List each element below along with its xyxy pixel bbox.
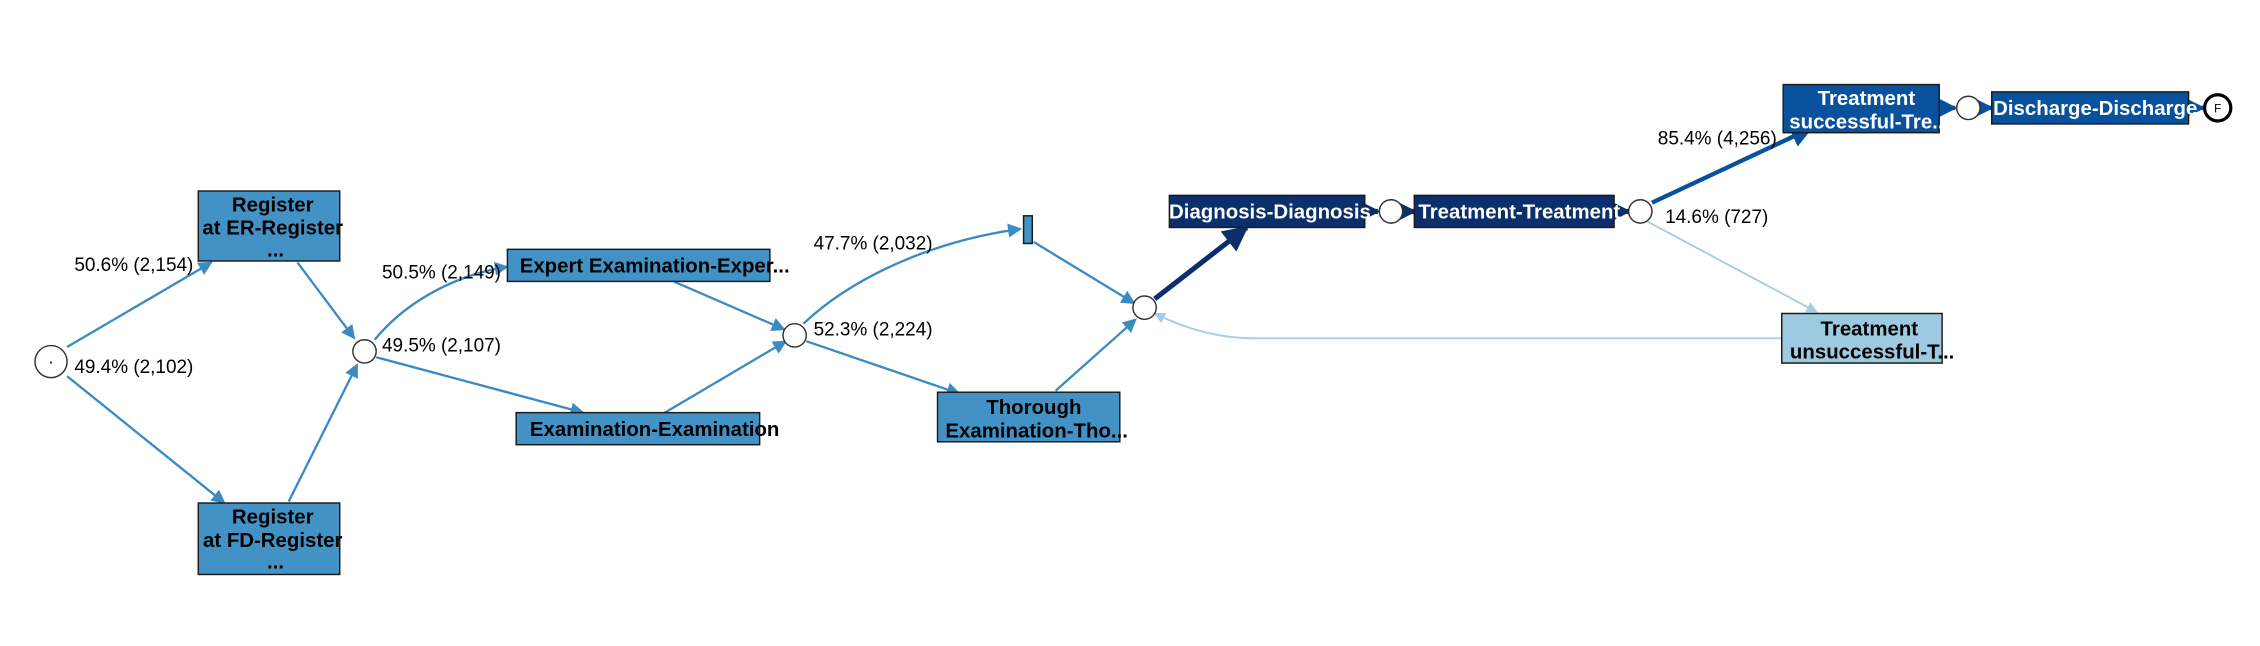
- node-8-line-0: Discharge-Discharge: [1993, 98, 2197, 120]
- gateway-3[interactable]: [1132, 295, 1157, 321]
- edge-label-gateway4-unsuccessful: 14.6% (727): [1665, 207, 1768, 228]
- gateways: · F: [34, 93, 2233, 379]
- node-5-line-0: Diagnosis-Diagnosis: [1169, 202, 1371, 224]
- node-0-box: [197, 190, 341, 262]
- node-4-box: [936, 391, 1121, 443]
- end-event[interactable]: [2202, 93, 2233, 123]
- node-6-box: [1413, 194, 1615, 229]
- node-2-line-0: Expert Examination-Exper...: [520, 256, 790, 278]
- edge-gateway2-to-silent: [802, 223, 1023, 325]
- node-1-box: [197, 502, 341, 576]
- gateway-4[interactable]: [1627, 199, 1653, 224]
- node-8-box: [1990, 91, 2190, 125]
- edge-label-gateway1-expert: 50.5% (2,149): [382, 262, 501, 283]
- end-event-symbol: F: [2214, 102, 2221, 115]
- activity-examination[interactable]: Examination-Examination: [515, 411, 779, 446]
- start-event-symbol: ·: [48, 351, 54, 371]
- activity-silent-transition[interactable]: [1022, 215, 1034, 245]
- activities: Register at ER-Register ... Register at …: [197, 83, 2198, 576]
- edge-labels: 50.6% (2,154) 49.4% (2,102) 50.5% (2,149…: [74, 128, 1776, 378]
- node-1-line-2: ...: [267, 552, 284, 574]
- activity-treatment-successful[interactable]: Treatment successful-Tre...: [1782, 83, 1949, 134]
- node-5-label: Diagnosis-Diagnosis: [1169, 202, 1371, 224]
- node-3-label: Examination-Examination: [530, 419, 779, 441]
- node-4-line-0: Thorough: [986, 397, 1081, 419]
- node-6-label: Treatment-Treatment: [1418, 202, 1620, 224]
- node-3-line-0: Examination-Examination: [530, 419, 779, 441]
- edges: [66, 96, 2206, 504]
- edge-expert-to-gateway2: [673, 280, 786, 331]
- node-7-line-1: successful-Tre...: [1789, 111, 1949, 133]
- node-0-line-2: ...: [267, 240, 284, 262]
- edge-treatment-unsuccessful-to-gateway3: [1153, 312, 1782, 340]
- node-6-line-0: Treatment-Treatment: [1418, 202, 1620, 224]
- node-5-box: [1168, 194, 1366, 229]
- node-7-label: Treatment successful-Tre...: [1789, 88, 1949, 133]
- node-8-label: Discharge-Discharge: [1993, 98, 2197, 120]
- edge-label-gateway2-thorough: 52.3% (2,224): [814, 319, 933, 340]
- activity-expert-examination[interactable]: Expert Examination-Exper...: [506, 248, 790, 283]
- edge-thorough-to-gateway3: [1054, 318, 1137, 392]
- node-0-label: Register at ER-Register ...: [202, 194, 348, 261]
- edge-label-start-er: 50.6% (2,154): [74, 255, 193, 276]
- edge-silent-to-gateway3: [1033, 241, 1136, 305]
- activity-diagnosis[interactable]: Diagnosis-Diagnosis: [1168, 194, 1371, 229]
- edge-label-gateway2-silent: 47.7% (2,032): [814, 233, 933, 254]
- node-0-line-1: at ER-Register: [202, 218, 343, 240]
- node-9-line-1: unsuccessful-T...: [1790, 342, 1954, 364]
- gateway-1[interactable]: [352, 339, 377, 364]
- edge-gateway4-to-treatment-successful: [1651, 126, 1813, 205]
- edge-examination-to-gateway2: [664, 340, 788, 414]
- node-0-line-0: Register: [232, 194, 314, 216]
- node-1-line-0: Register: [232, 506, 314, 528]
- node-4-line-1: Examination-Tho...: [945, 420, 1128, 442]
- node-2-label: Expert Examination-Exper...: [520, 256, 790, 278]
- edge-gateway2-to-thorough: [805, 340, 961, 397]
- gateway-a[interactable]: [1378, 199, 1404, 224]
- activity-treatment-unsuccessful[interactable]: Treatment unsuccessful-T...: [1781, 312, 1955, 364]
- edge-start-to-register-er: [66, 261, 213, 349]
- edge-gateway1-to-examination: [375, 356, 585, 417]
- start-event[interactable]: [34, 344, 68, 379]
- node-9-line-0: Treatment: [1821, 318, 1919, 340]
- gateway-2[interactable]: [782, 322, 808, 348]
- node-3-box: [515, 411, 761, 446]
- edge-gateway1-to-expert: [373, 261, 509, 341]
- edge-register-er-to-gateway1: [296, 261, 356, 340]
- node-4-label: Thorough Examination-Tho...: [945, 397, 1128, 442]
- node-1-line-1: at FD-Register: [203, 530, 343, 552]
- edge-label-gateway1-examination: 49.5% (2,107): [382, 335, 501, 356]
- activity-register-er[interactable]: Register at ER-Register ...: [197, 190, 348, 262]
- edge-register-fd-to-gateway1: [287, 363, 359, 503]
- edge-gateway4-to-treatment-unsuccessful: [1647, 220, 1818, 313]
- node-9-box: [1781, 312, 1943, 364]
- activity-discharge[interactable]: Discharge-Discharge: [1990, 91, 2198, 125]
- node-10-box: [1022, 215, 1034, 245]
- node-9-label: Treatment unsuccessful-T...: [1790, 318, 1954, 363]
- node-7-line-0: Treatment: [1818, 88, 1916, 110]
- node-2-box: [506, 248, 771, 283]
- activity-treatment[interactable]: Treatment-Treatment: [1413, 194, 1620, 229]
- activity-thorough-examination[interactable]: Thorough Examination-Tho...: [936, 391, 1128, 443]
- edge-gateway3-to-diagnosis: [1153, 225, 1249, 301]
- edge-label-start-fd: 49.4% (2,102): [74, 357, 193, 378]
- node-7-box: [1782, 83, 1940, 134]
- edge-label-gateway4-successful: 85.4% (4,256): [1658, 128, 1777, 149]
- edge-start-to-register-fd: [66, 375, 226, 504]
- gateway-5[interactable]: [1955, 95, 1981, 121]
- activity-register-fd[interactable]: Register at FD-Register ...: [197, 502, 348, 576]
- node-1-label: Register at FD-Register ...: [203, 506, 348, 573]
